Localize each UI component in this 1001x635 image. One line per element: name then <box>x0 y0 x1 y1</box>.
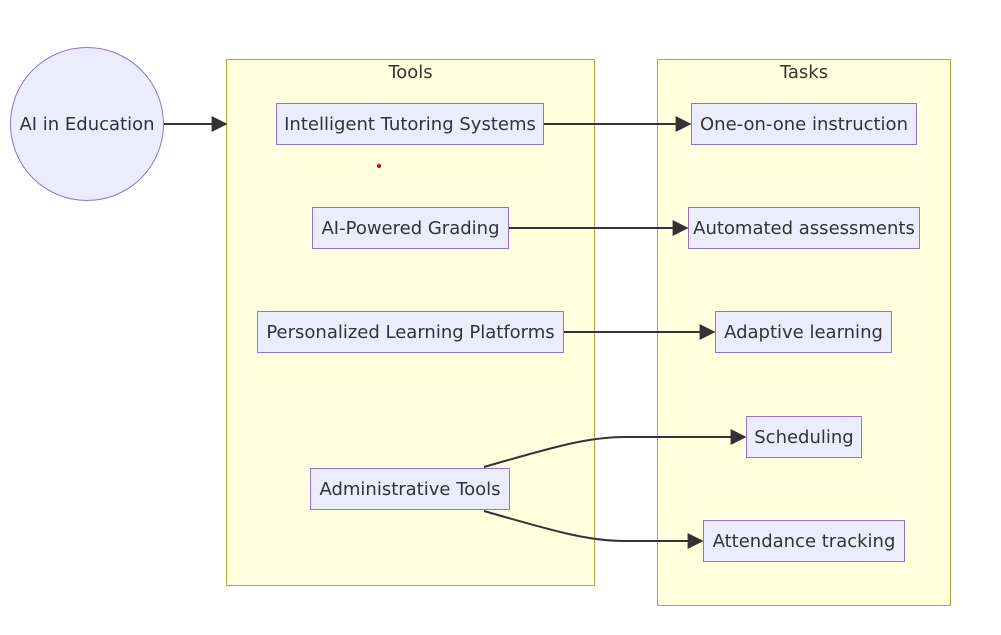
node-ai-powered-grading[interactable]: AI-Powered Grading <box>312 207 509 249</box>
node-scheduling[interactable]: Scheduling <box>746 416 862 458</box>
node-attendance-tracking[interactable]: Attendance tracking <box>703 520 905 562</box>
cluster-tasks-title: Tasks <box>779 62 829 83</box>
cluster-tools-title: Tools <box>388 62 433 83</box>
node-automated-assessments[interactable]: Automated assessments <box>688 207 920 249</box>
node-adaptive-learning[interactable]: Adaptive learning <box>715 311 892 353</box>
marker-dot <box>377 164 381 168</box>
node-one-on-one-instruction[interactable]: One-on-one instruction <box>691 103 917 145</box>
node-ai-in-education[interactable]: AI in Education <box>10 47 164 201</box>
node-intelligent-tutoring-systems[interactable]: Intelligent Tutoring Systems <box>276 103 544 145</box>
node-administrative-tools[interactable]: Administrative Tools <box>310 468 510 510</box>
edge-admin-to-scheduling <box>483 429 747 468</box>
node-personalized-learning-platforms[interactable]: Personalized Learning Platforms <box>257 311 564 353</box>
edge-admin-to-attendance <box>483 510 704 549</box>
